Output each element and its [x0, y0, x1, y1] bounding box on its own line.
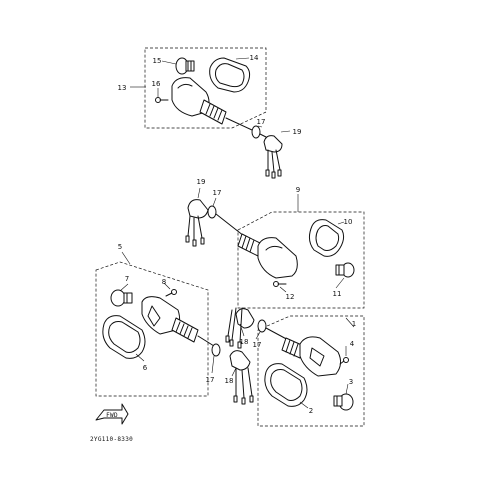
callout-12: 12 [286, 293, 295, 301]
housing-9 [237, 233, 298, 279]
callout-labels: 1 2 3 4 5 6 7 8 9 10 11 12 13 14 15 16 1… [118, 54, 357, 415]
callout-15: 15 [153, 57, 162, 65]
callout-11: 11 [333, 290, 342, 298]
callout-10: 10 [344, 218, 353, 226]
part-code: 2YG110-8330 [90, 436, 133, 443]
callout-2: 2 [309, 407, 313, 415]
callout-18-lower-left: 18 [225, 377, 234, 385]
callout-17-lower-right: 17 [253, 341, 262, 349]
grommet-18-lower-left [229, 350, 254, 405]
callout-14: 14 [250, 54, 259, 62]
callout-18-lower-right: 18 [240, 338, 249, 346]
screw-16 [155, 97, 169, 103]
lens-2 [264, 363, 308, 407]
nut-17-lower-left [211, 343, 221, 357]
front-marker-label: FWD [106, 412, 118, 419]
bulb-3 [333, 393, 354, 411]
callout-17-middle: 17 [213, 189, 222, 197]
callout-4: 4 [350, 340, 355, 348]
lower-right-assembly-boundary [257, 315, 365, 427]
housing-5 [141, 296, 199, 343]
callout-5: 5 [118, 243, 122, 251]
top-assembly [130, 47, 291, 179]
middle-assembly [185, 187, 365, 309]
callout-16: 16 [152, 80, 161, 88]
lens-14 [209, 57, 251, 93]
nut-17-lower-right [257, 319, 267, 333]
front-direction-marker: FWD [95, 403, 129, 425]
screw-8 [165, 289, 177, 297]
grommet-18-lower-right [225, 307, 255, 349]
callout-17-lower-left: 17 [206, 376, 215, 384]
lens-10 [308, 219, 345, 257]
lens-6 [102, 315, 146, 359]
screw-12 [273, 281, 287, 287]
housing-13 [171, 77, 227, 125]
callout-19-top: 19 [293, 128, 302, 136]
callout-3: 3 [349, 378, 353, 386]
callout-6: 6 [143, 364, 148, 372]
nut-17-top [251, 125, 267, 139]
nut-17-middle [207, 205, 217, 219]
housing-1 [281, 336, 342, 377]
callout-7: 7 [125, 275, 129, 283]
lower-left-assembly [95, 251, 254, 405]
callout-13: 13 [118, 84, 127, 92]
lower-right-assembly [225, 307, 365, 427]
lower-left-assembly-boundary [95, 261, 209, 397]
callout-19-middle: 19 [197, 178, 206, 186]
callout-9: 9 [296, 186, 300, 194]
callout-1: 1 [352, 320, 356, 328]
screw-4 [339, 357, 349, 365]
callout-8: 8 [162, 278, 166, 286]
bulb-7 [110, 289, 133, 307]
bulb-15 [175, 57, 195, 75]
middle-assembly-boundary [237, 211, 365, 309]
grommet-19-top [263, 135, 283, 179]
callout-17-top: 17 [257, 118, 266, 126]
top-assembly-boundary [144, 47, 267, 129]
front-arrow-icon [95, 403, 129, 425]
bulb-11 [335, 262, 355, 278]
grommet-19-middle [185, 199, 209, 247]
